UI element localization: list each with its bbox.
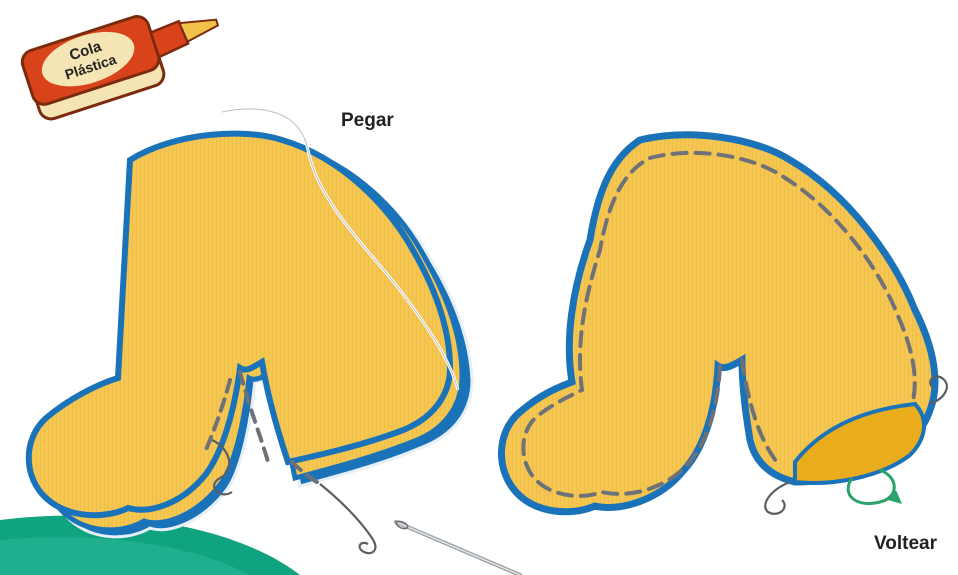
glue-step-label: Pegar [341,110,394,132]
flip-step-label: Voltear [874,533,937,555]
right-fabric-piece [501,135,946,514]
glue-bottle-icon: Cola Plástica [19,0,230,123]
needle-icon [395,520,520,575]
left-fabric-stack [29,109,472,553]
